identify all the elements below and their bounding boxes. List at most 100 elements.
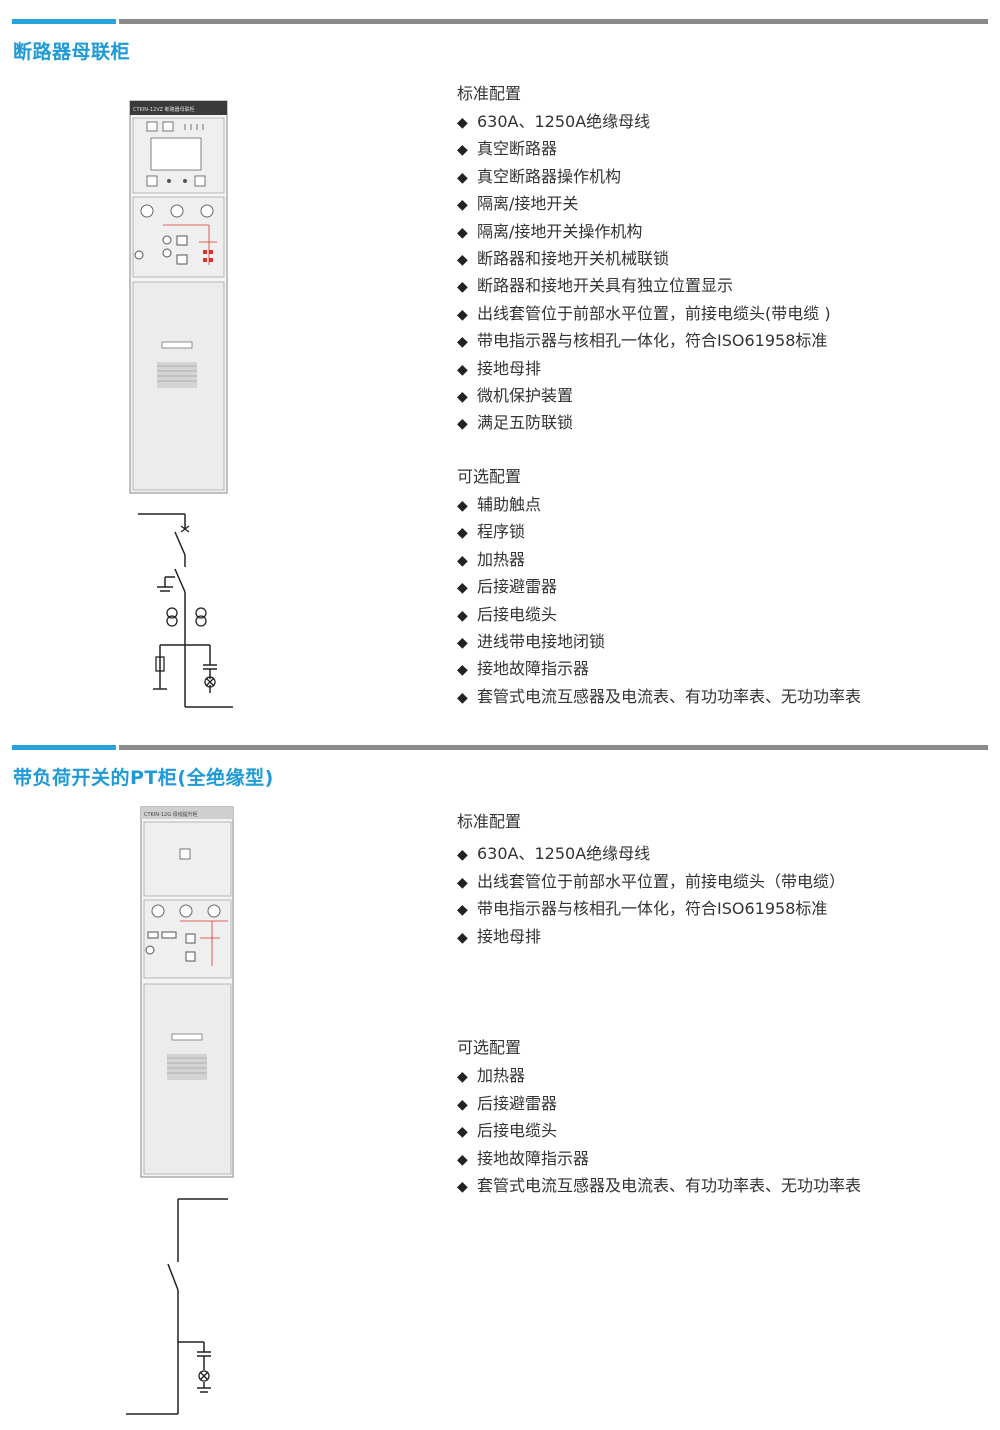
- config-item-text: 满足五防联锁: [477, 413, 574, 433]
- diamond-bullet-icon: ◆: [457, 662, 468, 679]
- config-item: ◆ 进线带电接地闭锁: [457, 628, 977, 655]
- diamond-bullet-icon: ◆: [457, 306, 468, 323]
- config-item: ◆ 接地母排: [457, 355, 977, 382]
- cabinet-illustration: CTKIN-12VZ 断路器母联柜: [129, 100, 228, 494]
- diamond-bullet-icon: ◆: [457, 929, 468, 946]
- config-item-text: 加热器: [477, 1066, 526, 1085]
- diamond-bullet-icon: ◆: [457, 224, 468, 241]
- config-item: ◆ 后接避雷器: [457, 1090, 977, 1118]
- diamond-bullet-icon: ◆: [457, 1151, 468, 1168]
- section2-standard: 标准配置 ◆ 630A、1250A绝缘母线 ◆出线套管位于前部水平位置，前接电缆头（…: [457, 808, 977, 950]
- optional-heading: 可选配置: [457, 1038, 522, 1057]
- diamond-bullet-icon: ◆: [457, 251, 468, 268]
- config-item-text: 隔离/接地开关: [477, 194, 579, 214]
- diamond-bullet-icon: ◆: [457, 1069, 468, 1085]
- config-item-text: 进线带电接地闭锁: [477, 631, 606, 651]
- config-item-text: 后接电缆头: [477, 604, 558, 624]
- config-item: ◆ 带电指示器与核相孔一体化，符合ISO61958标准: [457, 327, 977, 354]
- config-item: ◆后接电缆头: [457, 601, 977, 628]
- config-item-text: 微机保护装置: [477, 385, 574, 405]
- config-item-text: 带电指示器与核相孔一体化，符合ISO61958标准: [477, 331, 828, 351]
- config-item: ◆ 隔离/接地开关: [457, 190, 977, 217]
- diamond-bullet-icon: ◆: [457, 142, 468, 159]
- config-item: ◆ 带电指示器与核相孔一体化，符合ISO61958标准: [457, 895, 977, 923]
- diamond-bullet-icon: ◆: [457, 334, 468, 351]
- section-title: 断路器母联柜: [13, 41, 131, 63]
- config-item: ◆程序锁: [457, 518, 977, 545]
- config-item: ◆出线套管位于前部水平位置，前接电缆头（带电缆）: [457, 868, 977, 896]
- diamond-bullet-icon: ◆: [457, 552, 468, 569]
- section-rule-accent: [12, 745, 116, 750]
- diamond-bullet-icon: ◆: [457, 1096, 468, 1113]
- config-item-text: 真空断路器操作机构: [477, 166, 622, 186]
- diamond-bullet-icon: ◆: [457, 689, 468, 706]
- config-item-text: 带电指示器与核相孔一体化，符合ISO61958标准: [477, 899, 828, 918]
- config-item: ◆断路器和接地开关具有独立位置显示: [457, 272, 977, 299]
- config-item: ◆ 630A、1250A绝缘母线: [457, 108, 977, 135]
- config-item: ◆ 真空断路器: [457, 135, 977, 162]
- config-item: ◆ 630A、1250A绝缘母线: [457, 840, 977, 868]
- config-item: ◆ 套管式电流互感器及电流表、有功功率表、无功功率表: [457, 683, 977, 710]
- config-item: ◆ 后接避雷器: [457, 573, 977, 600]
- config-item: ◆ 后接电缆头: [457, 1117, 977, 1145]
- section1-optional: 可选配置 ◆辅助触点◆程序锁◆加热器◆后接避雷器◆后接电缆头◆进线带电接地闭锁◆…: [457, 463, 977, 710]
- diamond-bullet-icon: ◆: [457, 847, 468, 863]
- diamond-bullet-icon: ◆: [457, 1179, 468, 1195]
- config-item: ◆接地故障指示器: [457, 1145, 977, 1173]
- config-item-text: 630A、1250A绝缘母线: [477, 844, 651, 863]
- config-item-text: 630A、1250A绝缘母线: [477, 112, 651, 131]
- config-item: ◆ 接地故障指示器: [457, 655, 977, 682]
- cabinet-label: CTKIN-12VZ 断路器母联柜: [133, 106, 195, 113]
- config-item-text: 后接避雷器: [477, 577, 558, 597]
- config-item-text: 加热器: [477, 549, 526, 569]
- single-line-diagram: [138, 513, 233, 708]
- config-item-text: 后接避雷器: [477, 1093, 558, 1113]
- config-item-text: 隔离/接地开关操作机构: [477, 221, 643, 241]
- diamond-bullet-icon: ◆: [457, 388, 468, 405]
- config-item-text: 断路器和接地开关机械联锁: [477, 248, 670, 268]
- config-item: ◆ 微机保护装置: [457, 382, 977, 409]
- config-item: ◆ 辅助触点: [457, 491, 977, 518]
- diamond-bullet-icon: ◆: [457, 169, 468, 186]
- diamond-bullet-icon: ◆: [457, 361, 468, 378]
- config-item: ◆ 真空断路器操作机构: [457, 163, 977, 190]
- section-rule-accent: [12, 19, 116, 24]
- section-rule: [119, 745, 988, 750]
- config-item-text: 出线套管位于前部水平位置，前接电缆头(带电缆 ): [477, 303, 831, 323]
- config-item: ◆ 隔离/接地开关操作机构: [457, 218, 977, 245]
- section1-standard: 标准配置 ◆ 630A、1250A绝缘母线 ◆ 真空断路器 ◆ 真空断路器操作机构 ◆ 隔离/…: [457, 80, 977, 437]
- standard-heading: 标准配置: [457, 812, 522, 831]
- diamond-bullet-icon: ◆: [457, 197, 468, 214]
- config-item-text: 后接电缆头: [477, 1121, 558, 1140]
- config-item-text: 辅助触点: [477, 495, 542, 514]
- diamond-bullet-icon: ◆: [457, 580, 468, 597]
- section-rule: [119, 19, 988, 24]
- config-item: ◆ 断路器和接地开关机械联锁: [457, 245, 977, 272]
- config-item: ◆ 满足五防联锁: [457, 409, 977, 436]
- diamond-bullet-icon: ◆: [457, 1124, 468, 1140]
- config-item: ◆ 加热器: [457, 546, 977, 573]
- config-item-text: 接地母排: [477, 926, 542, 946]
- diamond-bullet-icon: ◆: [457, 416, 468, 433]
- diamond-bullet-icon: ◆: [457, 634, 468, 651]
- diamond-bullet-icon: ◆: [457, 498, 468, 514]
- config-item: ◆ 加热器: [457, 1062, 977, 1090]
- section2-optional: 可选配置 ◆加热器◆后接避雷器◆后接电缆头◆接地故障指示器◆套管式电流互感器及电…: [457, 1034, 977, 1200]
- config-item-text: 套管式电流互感器及电流表、有功功率表、无功功率表: [477, 686, 862, 706]
- diamond-bullet-icon: ◆: [457, 874, 468, 891]
- config-item: ◆ 接地母排: [457, 923, 977, 951]
- config-item-text: 真空断路器: [477, 139, 558, 159]
- cabinet-label: CTKIN-12G 母线提升柜: [144, 811, 198, 818]
- standard-heading: 标准配置: [457, 84, 522, 103]
- config-item-text: 套管式电流互感器及电流表、有功功率表、无功功率表: [477, 1176, 862, 1195]
- diamond-bullet-icon: ◆: [457, 279, 468, 296]
- diamond-bullet-icon: ◆: [457, 902, 468, 918]
- single-line-diagram: [126, 1198, 228, 1415]
- diamond-bullet-icon: ◆: [457, 525, 468, 542]
- cabinet-illustration: CTKIN-12G 母线提升柜: [140, 806, 234, 1178]
- config-item: ◆ 套管式电流互感器及电流表、有功功率表、无功功率表: [457, 1172, 977, 1200]
- section-title: 带负荷开关的PT柜(全绝缘型): [13, 767, 274, 789]
- config-item-text: 接地故障指示器: [477, 659, 590, 679]
- config-item-text: 接地母排: [477, 358, 542, 378]
- diamond-bullet-icon: ◆: [457, 115, 468, 131]
